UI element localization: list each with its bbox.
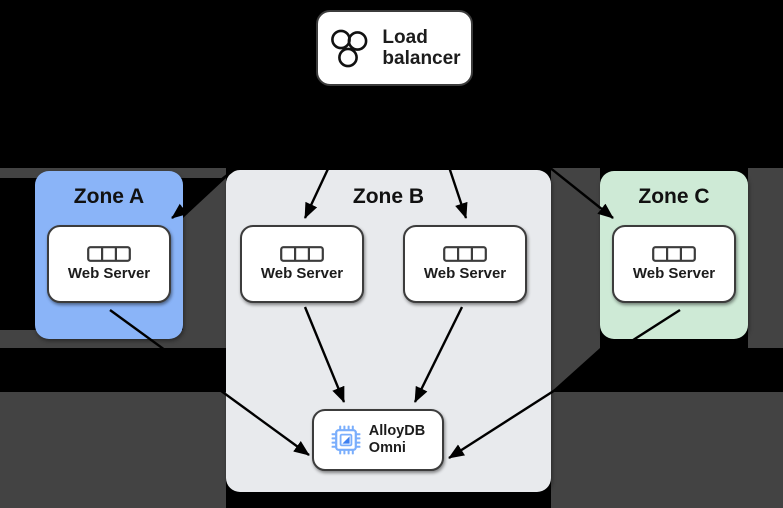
zone-b-title: Zone B [352,185,425,208]
web-server-node-zone-b-1[interactable]: Web Server [240,225,364,303]
backdrop-band-a-gap [183,168,226,178]
backdrop-band-right-edge [748,168,783,348]
web-server-label: Web Server [423,265,507,282]
server-rack-icon [443,246,487,262]
cpu-chip-icon [331,425,361,455]
backdrop-band-c-side [551,168,600,348]
server-rack-icon [652,246,696,262]
zone-c-title: Zone C [638,185,710,208]
backdrop-wedge-zone-a [183,178,226,218]
zone-a-title: Zone A [73,185,145,208]
server-rack-icon [87,246,131,262]
load-balancer-label: Load balancer [382,26,461,69]
alloydb-omni-node[interactable]: AlloyDB Omni [312,409,444,471]
web-server-label: Web Server [260,265,344,282]
backdrop-band-a-side [183,218,226,348]
backdrop-wedge-zone-c [551,348,600,392]
web-server-label: Web Server [67,265,151,282]
web-server-label: Web Server [632,265,716,282]
backdrop-band-bottom-left [0,392,226,508]
load-balancer-node[interactable]: Load balancer [316,10,473,86]
load-balancer-circles-icon [331,29,368,68]
web-server-node-zone-a[interactable]: Web Server [47,225,171,303]
server-rack-icon [280,246,324,262]
backdrop-band-bottom-right [551,392,783,508]
web-server-node-zone-b-2[interactable]: Web Server [403,225,527,303]
web-server-node-zone-c[interactable]: Web Server [612,225,736,303]
alloydb-omni-label: AlloyDB Omni [368,423,426,456]
